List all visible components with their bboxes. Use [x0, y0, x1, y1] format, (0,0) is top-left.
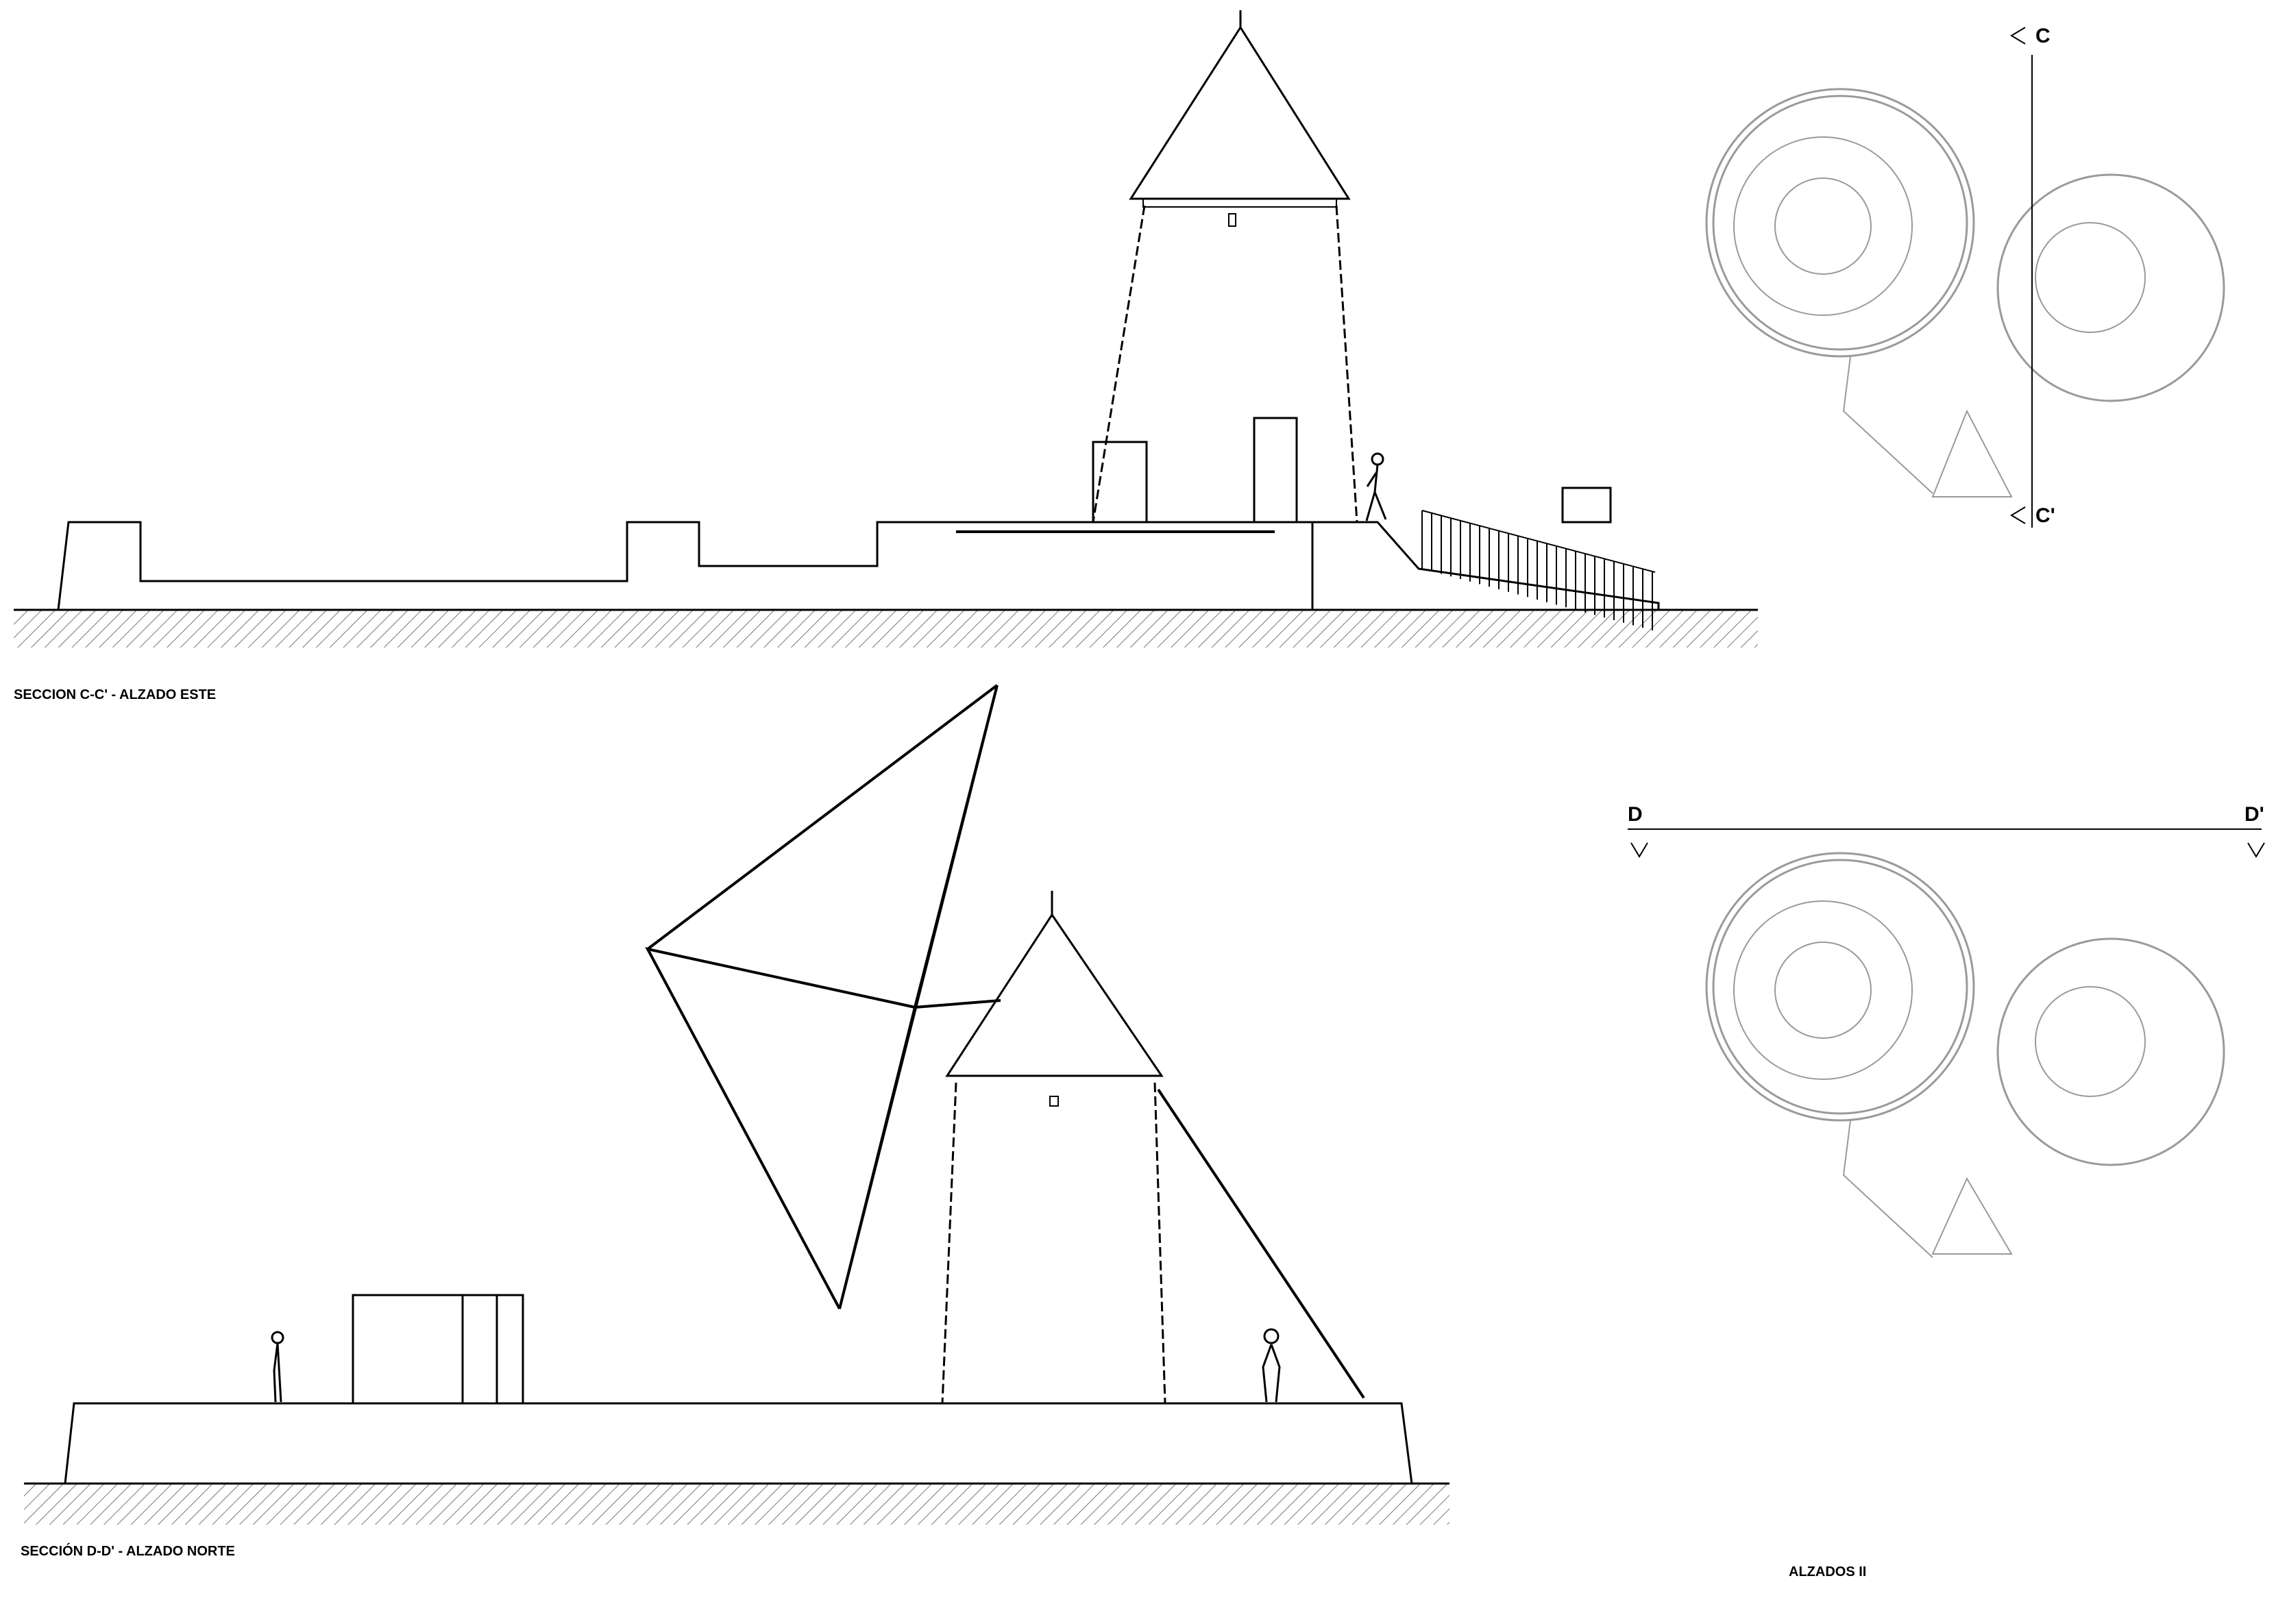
windmill-tower-dd — [941, 1082, 1166, 1404]
plan-key-d — [1628, 828, 2262, 1258]
section-dd-caption: SECCIÓN D-D' - ALZADO NORTE — [21, 1542, 235, 1559]
windmill-roof-cc — [1129, 25, 1351, 200]
section-dd-drawing — [24, 684, 1449, 1525]
section-mark-d: D D' — [1628, 803, 2265, 858]
section-cc-caption: SECCION C-C' - ALZADO ESTE — [14, 687, 216, 702]
ramp-railing-cc — [1421, 510, 1656, 630]
section-cc-drawing — [14, 10, 1758, 648]
person-silhouette-icon — [271, 1331, 284, 1403]
door-cc — [1253, 417, 1298, 524]
terrain-section-right — [1311, 521, 1660, 611]
ground-hatch — [14, 610, 1758, 648]
windmill-tower-cc — [1092, 205, 1358, 523]
svg-text:D': D' — [2244, 803, 2264, 826]
svg-text:C: C — [2035, 25, 2051, 47]
plinth — [64, 1402, 1413, 1484]
person-silhouette-icon — [1262, 1328, 1281, 1403]
chevron-arrow-icon — [2247, 842, 2265, 858]
windmill-sails — [645, 684, 1001, 1309]
terrain-section — [57, 521, 1314, 611]
chevron-arrow-icon — [2010, 27, 2026, 45]
ground-hatch-dd — [24, 1484, 1449, 1525]
person-silhouette-icon — [1365, 452, 1387, 521]
plan-key-c — [1705, 55, 2225, 528]
section-mark-c: C C' — [2010, 25, 2055, 527]
svg-text:D: D — [1628, 803, 1643, 826]
windmill-roof-dd — [945, 913, 1164, 1077]
chevron-arrow-icon — [2010, 506, 2026, 524]
svg-text:C': C' — [2035, 504, 2055, 527]
chevron-arrow-icon — [1630, 842, 1648, 858]
sheet-title: ALZADOS II — [1789, 1564, 1866, 1579]
